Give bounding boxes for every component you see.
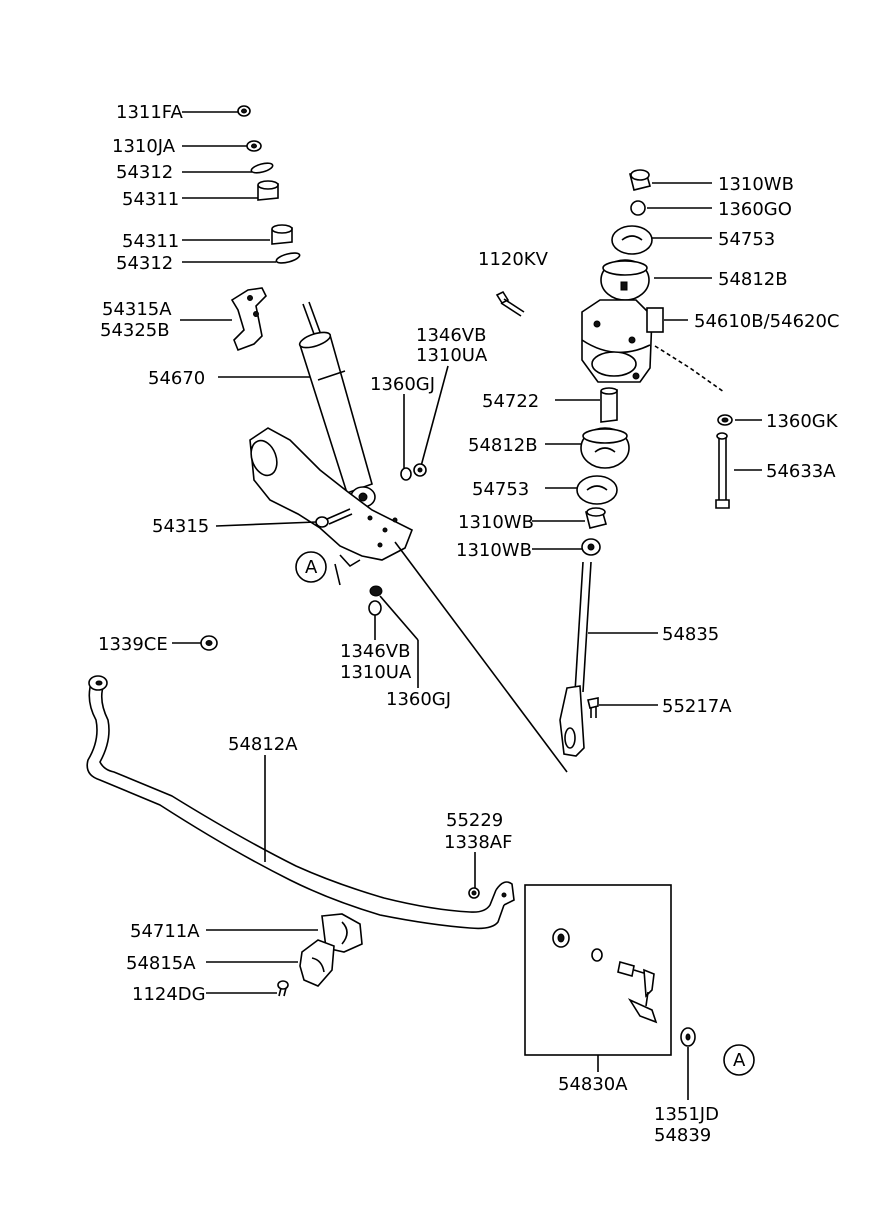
nut-55229-part [468, 852, 480, 899]
washer-1360go-part [630, 200, 646, 216]
label-1310ua-low: 1310UA [340, 662, 412, 683]
kit-box-54830a-part [524, 884, 672, 1072]
label-54311-b: 54311 [122, 231, 179, 252]
nut-1310wb-mid-part [585, 507, 607, 529]
label-1310ua-top: 1310UA [416, 345, 488, 366]
circle-callout-icon [723, 1044, 755, 1076]
label-54753-mid: 54753 [472, 479, 529, 500]
label-ref-a-left: A [305, 557, 318, 578]
bushing-54711a-part [206, 913, 363, 953]
cup-54753-top-part [611, 225, 653, 255]
label-1351jd: 1351JD [654, 1104, 719, 1125]
label-54311-top: 54311 [122, 189, 179, 210]
label-54835: 54835 [662, 624, 719, 645]
label-1120kv: 1120KV [478, 249, 549, 270]
circle-callout-icon [295, 551, 327, 583]
bolt-54633a-part [715, 432, 730, 509]
bolt-1120kv-part [495, 290, 525, 317]
label-54670: 54670 [148, 368, 205, 389]
label-1124dg: 1124DG [132, 984, 206, 1005]
label-54812a: 54812A [228, 734, 298, 755]
label-1339ce: 1339CE [98, 634, 168, 655]
label-1360gj-low: 1360GJ [386, 689, 451, 710]
bushing-54812b-top-part [600, 259, 650, 301]
leader-lines-right [532, 182, 762, 706]
label-54812b-mid: 54812B [468, 435, 538, 456]
nut-1310wb-top-part [629, 169, 651, 191]
label-54312-top: 54312 [116, 162, 173, 183]
label-1310wb-top: 1310WB [718, 174, 794, 195]
bracket-54315a-part [230, 287, 267, 352]
label-1338af: 1338AF [444, 832, 512, 853]
stabilizer-bar-54812a-part [86, 675, 515, 930]
bracket-54815a-part [206, 939, 335, 987]
label-54325b: 54325B [100, 320, 170, 341]
lower-arm-bracket-part [249, 427, 414, 586]
link-rod-54835-part [559, 561, 592, 757]
bushing-54812b-mid-part [580, 427, 630, 469]
label-ref-a-right: A [733, 1050, 746, 1071]
label-1360gj-top: 1360GJ [370, 374, 435, 395]
label-1360go: 1360GO [718, 199, 792, 220]
nut-1360gk-part [717, 414, 733, 426]
label-54315: 54315 [152, 516, 209, 537]
bolt-54315-part [215, 508, 353, 528]
label-54711a: 54711A [130, 921, 200, 942]
label-1310wb-low: 1310WB [456, 540, 532, 561]
washer-54312-top-part [250, 162, 274, 174]
label-54815a: 54815A [126, 953, 196, 974]
label-1346vb-low: 1346VB [340, 641, 410, 662]
label-1311fa: 1311FA [116, 102, 184, 123]
label-54753-top: 54753 [718, 229, 775, 250]
nut-1346vb-low-part [368, 585, 419, 688]
label-54633a: 54633A [766, 461, 836, 482]
label-1310ja: 1310JA [112, 136, 176, 157]
nut-1346vb-top-part [400, 365, 449, 481]
label-54722: 54722 [482, 391, 539, 412]
label-54610b: 54610B/54620C [694, 311, 840, 332]
label-54312-b: 54312 [116, 253, 173, 274]
bolt-55217a-part [587, 697, 599, 718]
bushing-54311-b-part [271, 224, 293, 245]
bolt-1124dg-part [206, 980, 289, 997]
label-55217a: 55217A [662, 696, 732, 717]
label-55229: 55229 [446, 810, 503, 831]
washer-54312-b-part [275, 252, 301, 264]
label-54839: 54839 [654, 1125, 711, 1146]
label-54812b-top: 54812B [718, 269, 788, 290]
nut-1311fa-part [237, 105, 251, 117]
label-54315a: 54315A [102, 299, 172, 320]
nut-1339ce-part [172, 635, 218, 651]
leader-lines-left-top [180, 111, 310, 378]
bushing-54311-top-part [257, 180, 279, 201]
washer-1351jd-part [680, 1027, 696, 1100]
label-1360gk: 1360GK [766, 411, 839, 432]
label-1310wb-mid: 1310WB [458, 512, 534, 533]
shock-absorber-54670-part [298, 301, 376, 508]
nut-1310ja-part [246, 140, 262, 152]
diagonal-reference-line [394, 541, 568, 773]
cup-54753-mid-part [576, 475, 618, 505]
mount-housing-54610b-part [581, 299, 725, 393]
label-54830a: 54830A [558, 1074, 628, 1095]
part-labels: 1311FA 1310JA 54312 54311 54311 54312 54… [98, 102, 840, 1146]
label-1346vb-top: 1346VB [416, 325, 486, 346]
nut-1310wb-low-part [581, 538, 601, 556]
spacer-54722-part [600, 387, 618, 423]
